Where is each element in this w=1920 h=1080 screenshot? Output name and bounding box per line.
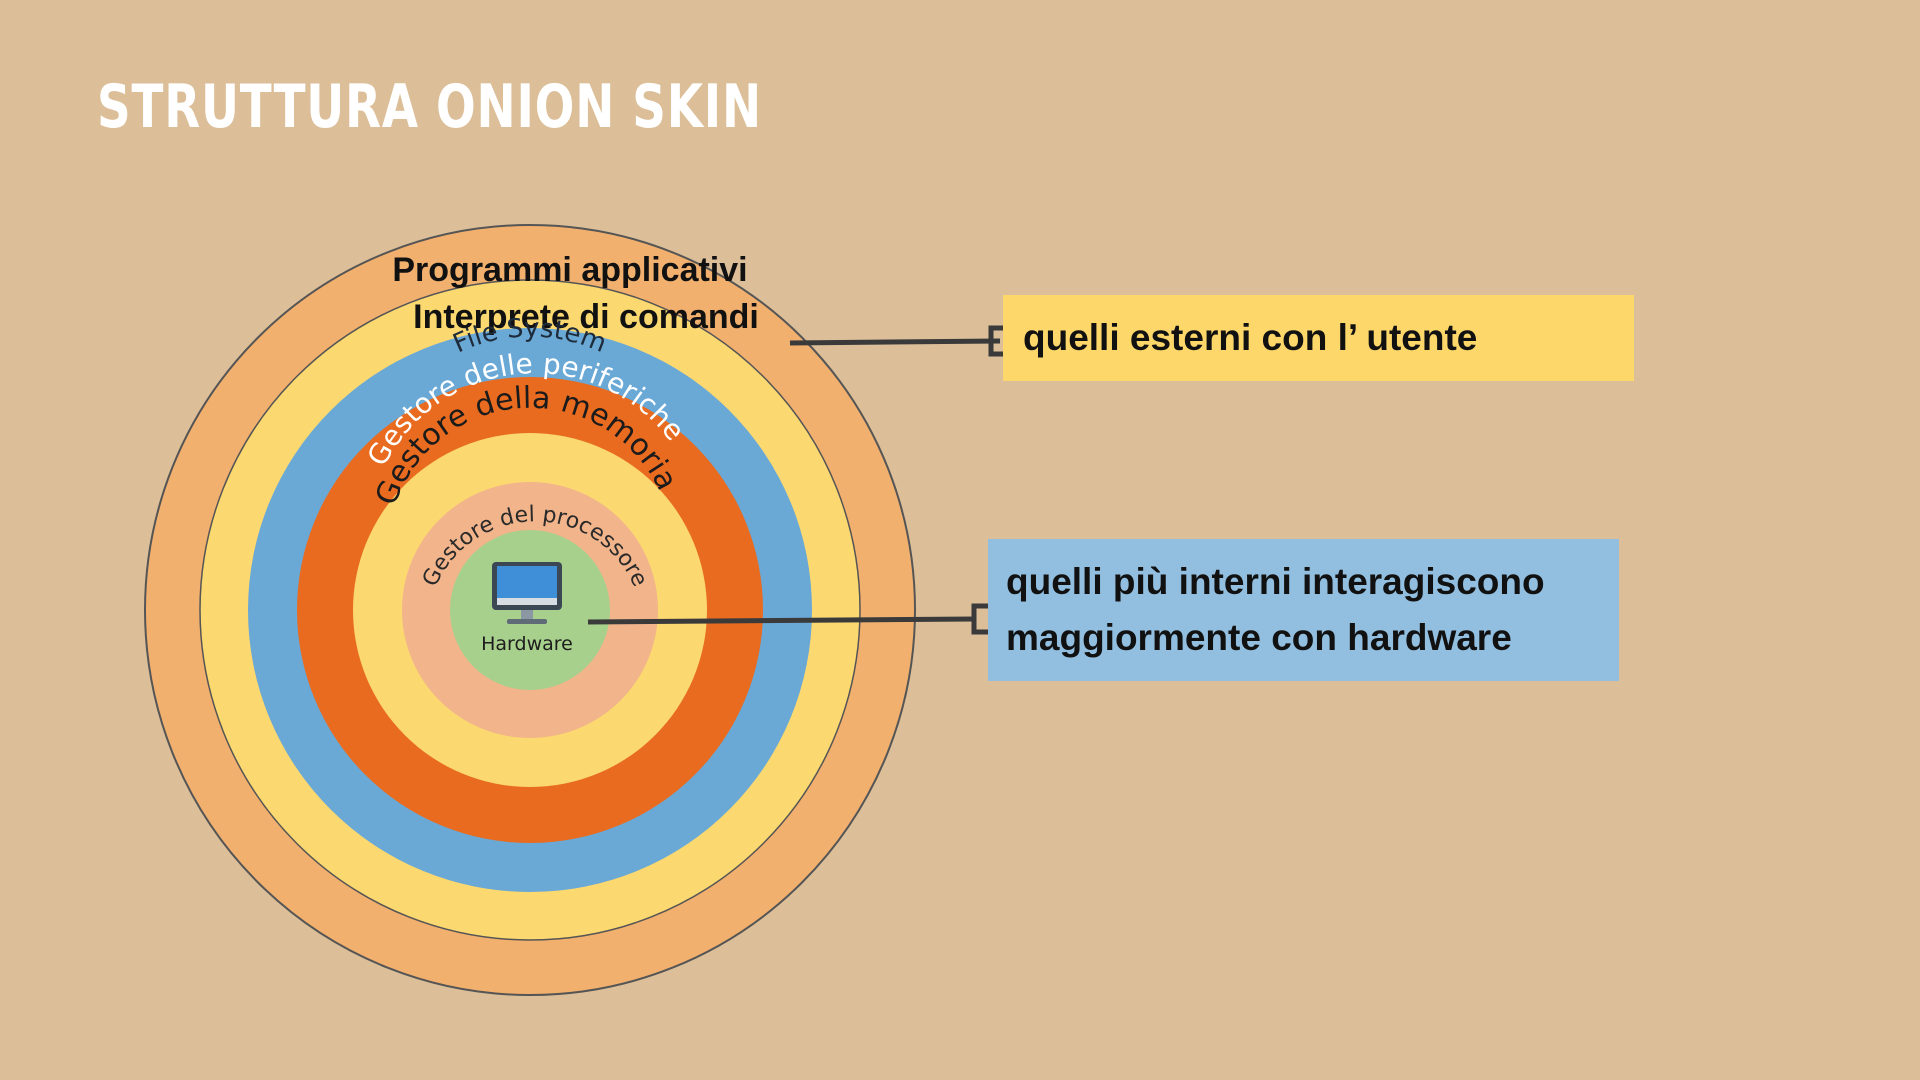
label-hardware: Hardware — [481, 633, 573, 655]
computer-icon — [492, 562, 562, 624]
callout-inner-text: quelli più interni interagiscono maggior… — [1006, 554, 1545, 666]
connector-inner — [587, 616, 976, 625]
callout-inner-line-2: maggiormente con hardware — [1006, 617, 1512, 658]
label-interprete-di-comandi: Interprete di comandi — [413, 298, 759, 336]
callout-outer-text: quelli esterni con l’ utente — [1023, 317, 1478, 358]
connector-outer — [789, 338, 1001, 346]
callout-outer-layers: quelli esterni con l’ utente — [1003, 295, 1634, 381]
slide-title: STRUTTURA ONION SKIN — [97, 72, 762, 142]
label-programmi-applicativi: Programmi applicativi — [392, 251, 747, 289]
callout-inner-line-1: quelli più interni interagiscono — [1006, 561, 1545, 602]
callout-inner-layers: quelli più interni interagiscono maggior… — [988, 539, 1619, 681]
